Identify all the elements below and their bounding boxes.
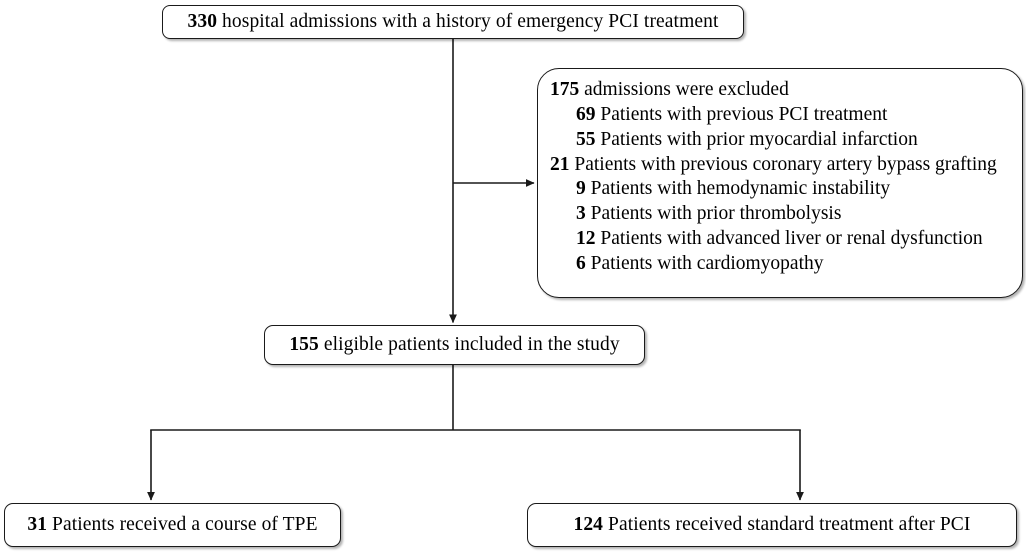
- node-excluded-header: 175 admissions were excluded: [550, 78, 1012, 103]
- node-excluded-header-label: admissions were excluded: [579, 79, 789, 100]
- exclusion-item-6-label: Patients with cardiomyopathy: [585, 253, 824, 275]
- exclusion-item-0-label: Patients with previous PCI treatment: [595, 103, 888, 125]
- exclusion-item-3-label: Patients with hemodynamic instability: [585, 178, 891, 200]
- exclusion-item-1: 55 Patients with prior myocardial infarc…: [550, 128, 1012, 153]
- node-total-admissions-label: hospital admissions with a history of em…: [217, 10, 719, 32]
- exclusion-item-2: 21 Patients with previous coronary arter…: [550, 153, 1012, 178]
- exclusion-item-0: 69 Patients with previous PCI treatment: [550, 103, 1012, 128]
- exclusion-item-2-label: Patients with previous coronary artery b…: [569, 153, 997, 175]
- node-standard-treatment-group: 124 Patients received standard treatment…: [527, 503, 1017, 547]
- exclusion-item-0-count: 69: [576, 103, 596, 125]
- node-total-admissions-count: 330: [187, 10, 218, 32]
- node-standard-treatment-group-text: 124 Patients received standard treatment…: [528, 513, 1016, 538]
- exclusion-item-5-label: Patients with advanced liver or renal dy…: [595, 228, 983, 250]
- node-standard-treatment-group-label: Patients received standard treatment aft…: [603, 513, 971, 535]
- node-eligible-patients-label: eligible patients included in the study: [318, 333, 620, 355]
- node-total-admissions-text: 330 hospital admissions with a history o…: [163, 10, 743, 35]
- node-standard-treatment-group-count: 124: [573, 513, 604, 535]
- node-tpe-group: 31 Patients received a course of TPE: [4, 503, 341, 547]
- exclusion-item-5-count: 12: [576, 228, 596, 250]
- exclusion-item-5: 12 Patients with advanced liver or renal…: [550, 227, 1012, 252]
- exclusion-item-3-count: 9: [576, 178, 586, 200]
- node-excluded-header-count: 175: [550, 79, 580, 100]
- exclusion-item-4: 3 Patients with prior thrombolysis: [550, 202, 1012, 227]
- node-excluded-list: 175 admissions were excluded 69 Patients…: [550, 78, 1012, 277]
- exclusion-item-6: 6 Patients with cardiomyopathy: [550, 252, 1012, 277]
- node-tpe-group-count: 31: [27, 513, 48, 535]
- node-excluded: 175 admissions were excluded 69 Patients…: [537, 68, 1023, 298]
- exclusion-item-4-label: Patients with prior thrombolysis: [585, 203, 842, 225]
- exclusion-item-1-count: 55: [576, 128, 596, 150]
- node-tpe-group-text: 31 Patients received a course of TPE: [5, 513, 340, 538]
- node-eligible-patients-text: 155 eligible patients included in the st…: [265, 333, 644, 358]
- node-eligible-patients-count: 155: [289, 333, 319, 355]
- node-eligible-patients: 155 eligible patients included in the st…: [264, 325, 645, 365]
- exclusion-item-4-count: 3: [576, 203, 586, 225]
- exclusion-item-2-count: 21: [550, 153, 570, 175]
- node-tpe-group-label: Patients received a course of TPE: [47, 513, 318, 535]
- node-total-admissions: 330 hospital admissions with a history o…: [162, 5, 744, 39]
- exclusion-item-6-count: 6: [576, 253, 586, 275]
- exclusion-item-3: 9 Patients with hemodynamic instability: [550, 177, 1012, 202]
- exclusion-item-1-label: Patients with prior myocardial infarctio…: [595, 128, 918, 150]
